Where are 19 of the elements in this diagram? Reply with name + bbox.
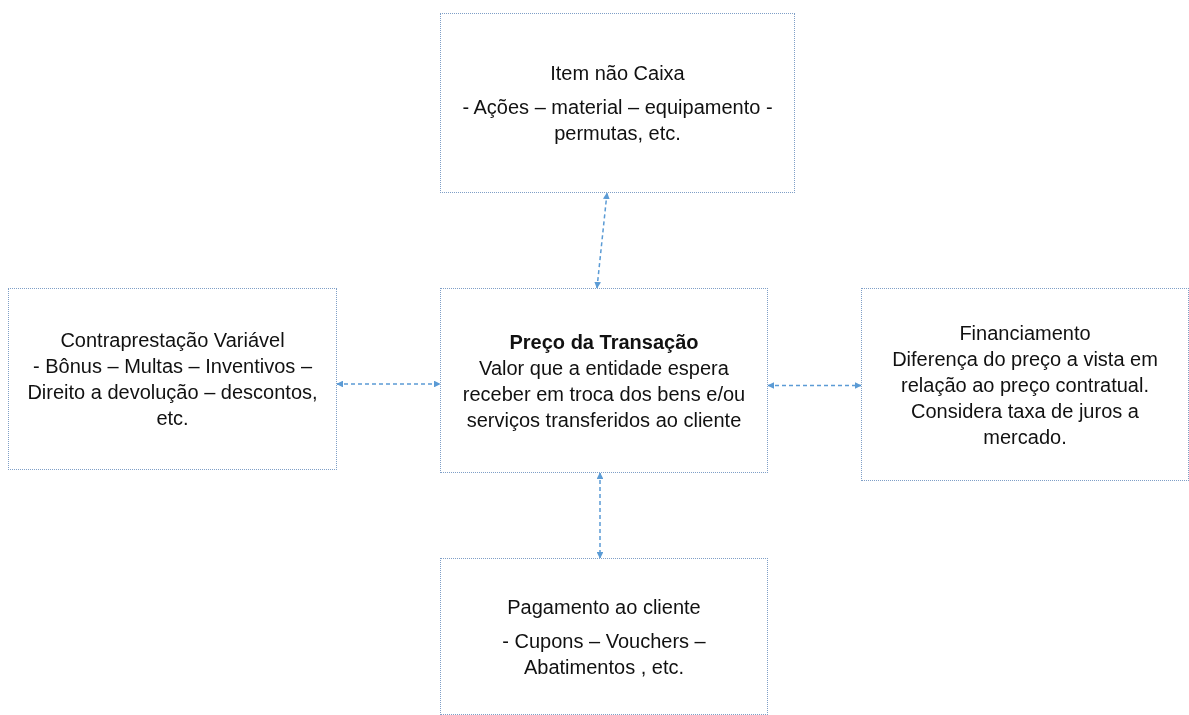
box-text: - Ações – material – equipamento - permutas, etc. — [461, 95, 774, 146]
arrow — [594, 192, 610, 289]
arrow — [767, 382, 862, 389]
box-heading: Pagamento ao cliente — [507, 594, 701, 620]
box-heading: Contraprestação Variável — [60, 328, 285, 353]
text-box — [440, 288, 768, 473]
text-box — [440, 13, 795, 193]
text-box — [8, 288, 337, 470]
text-box — [440, 558, 768, 715]
box-text: Valor que a entidade espera receber em troca dos bens e/ou serviços transferidos ao cliente — [461, 355, 747, 433]
arrow — [596, 472, 604, 559]
text-box — [861, 288, 1189, 481]
box-text: - Bônus – Multas – Inventivos – Direito a devolução – descontos, etc. — [26, 354, 319, 431]
box-heading: Item não Caixa — [550, 61, 685, 86]
box-heading: Financiamento — [959, 320, 1091, 346]
box-text: Diferença do preço a vista em relação ao preço contratual. Considera taxa de juros a mercado. — [891, 346, 1159, 450]
box-text: - Cupons – Vouchers – Abatimentos , etc. — [501, 628, 707, 680]
arrow — [336, 380, 441, 388]
box-heading: Preço da Transação — [509, 329, 699, 355]
